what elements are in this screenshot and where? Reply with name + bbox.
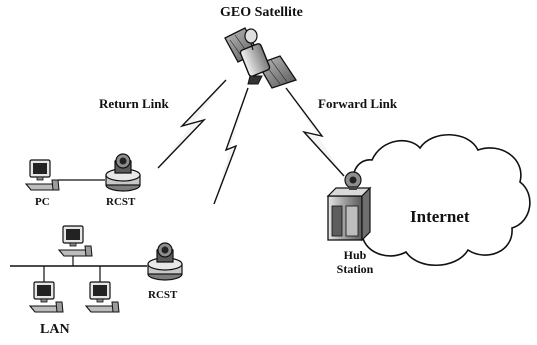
rcst-bottom-terminal-icon	[147, 242, 183, 281]
rcst-top-label: RCST	[106, 196, 136, 208]
return-link-label: Return Link	[99, 96, 169, 111]
rcst-bottom-label: RCST	[148, 289, 178, 301]
lightning-link-lan	[213, 87, 249, 205]
satellite-icon	[224, 27, 298, 89]
lan-computer-icon	[29, 281, 64, 313]
lan-computer-icon	[58, 225, 93, 257]
pc-computer-icon	[25, 159, 60, 191]
cloud-icon	[345, 134, 531, 267]
hub-station-icon	[326, 171, 372, 242]
rcst-top-terminal-icon	[105, 153, 141, 192]
satellite-label: GEO Satellite	[220, 5, 303, 20]
hub-station-label-line1: Hub	[343, 248, 367, 262]
lan-computer-icon	[85, 281, 120, 313]
pc-label: PC	[35, 196, 50, 208]
forward-link-label: Forward Link	[318, 96, 398, 111]
hub-station-label-line2: Station	[336, 262, 374, 276]
lan-label: LAN	[40, 322, 70, 337]
lightning-link-return	[157, 79, 227, 169]
lightning-link-forward	[285, 87, 345, 177]
internet-label: Internet	[410, 207, 470, 226]
